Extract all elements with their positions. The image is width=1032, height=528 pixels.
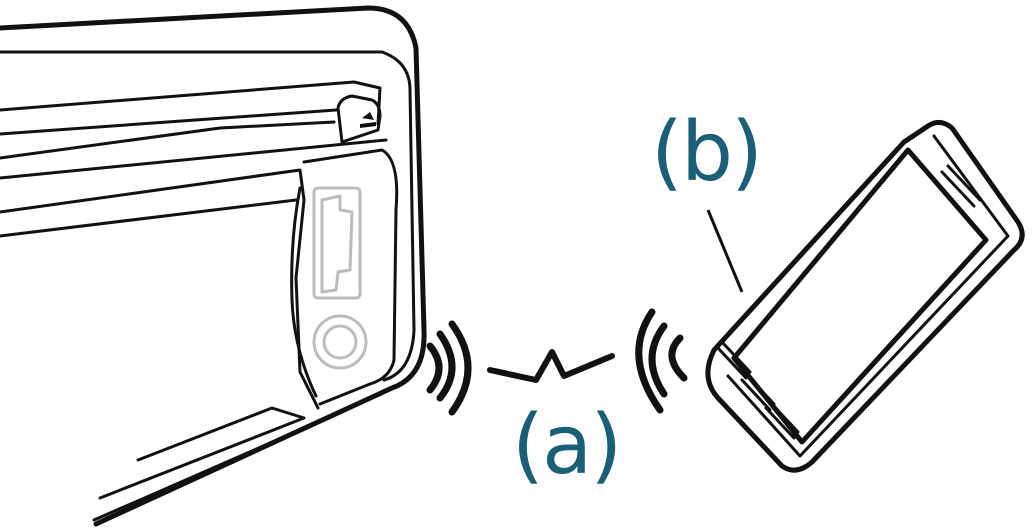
bezel-line-mid	[0, 138, 388, 180]
dash-line-lower	[98, 406, 306, 500]
wireless-waves-icon	[426, 320, 472, 416]
disc-slot	[0, 120, 336, 160]
eject-icon	[360, 112, 376, 128]
faceplate-lower-edge	[0, 198, 298, 238]
wireless-link	[426, 308, 688, 416]
label-b-leader-line	[706, 209, 744, 293]
aux-jack-outer	[312, 314, 368, 370]
dash-line-bottom	[92, 428, 302, 522]
smartphone-body	[705, 120, 1025, 473]
head-unit-chassis-inner-outline	[0, 50, 416, 382]
smartphone-body-inner-edge	[726, 134, 1010, 458]
smartphone-screen	[731, 147, 989, 445]
head-unit	[0, 5, 427, 527]
head-unit-chassis-outline	[0, 5, 427, 527]
usb-port-and-aux-jack	[312, 186, 368, 370]
label-a: (a)	[512, 398, 622, 493]
faceplate-outline	[0, 168, 320, 410]
label-b: (b)	[651, 105, 763, 200]
aux-jack-inner	[322, 324, 358, 360]
faceplate-crease	[290, 186, 318, 398]
phone-buttons	[716, 340, 800, 440]
side-panel	[302, 148, 399, 406]
speaker-slot	[940, 164, 982, 208]
usb-port-inner	[320, 194, 354, 294]
wireless-waves-icon	[635, 308, 688, 414]
eject-button	[336, 94, 382, 144]
usb-port	[312, 186, 362, 300]
bezel-line-top	[0, 80, 382, 126]
zigzag-link-icon	[487, 349, 615, 383]
smartphone	[705, 120, 1025, 473]
bezel-line-slot-top	[0, 108, 338, 136]
